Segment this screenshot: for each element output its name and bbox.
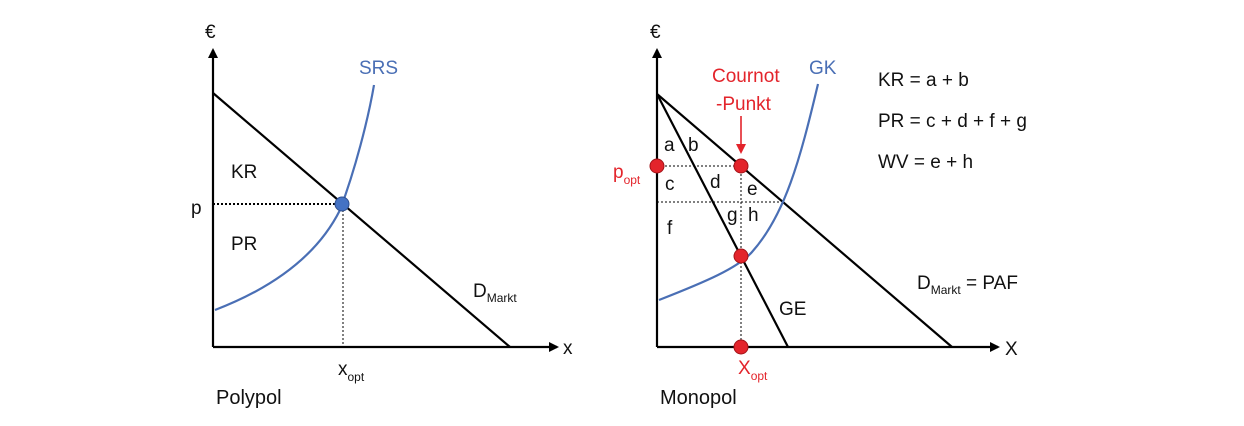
monopol-price-label: popt <box>613 162 641 187</box>
polypol-equilibrium-point <box>334 196 350 212</box>
monopol-area-f: f <box>667 218 673 239</box>
monopol-quantity-label: Xopt <box>738 358 768 383</box>
polypol-supply-label: SRS <box>359 58 398 79</box>
monopol-cournot-label-line1: Cournot <box>712 66 780 87</box>
monopol-area-d: d <box>710 172 721 193</box>
monopol-mr-mc-intersection-point <box>733 248 749 264</box>
formula-pr: PR = c + d + f + g <box>878 111 1027 132</box>
monopol-area-a: a <box>664 135 675 156</box>
monopol-area-c: c <box>665 174 675 195</box>
monopol-y-axis-label: € <box>650 22 661 43</box>
monopol-marginal-revenue-label: GE <box>779 299 806 320</box>
monopol-area-h: h <box>748 205 759 226</box>
monopol-cournot-point <box>733 158 749 174</box>
formula-wv: WV = e + h <box>878 152 973 173</box>
polypol-x-axis-label: x <box>563 338 573 359</box>
monopol-area-b: b <box>688 135 699 156</box>
monopol-marginal-cost-curve <box>658 83 820 302</box>
polypol-consumer-surplus-label: KR <box>231 162 257 183</box>
monopol-cournot-label-line2: -Punkt <box>716 94 772 115</box>
monopol-demand-curve <box>656 93 953 348</box>
polypol-y-axis-label: € <box>205 22 216 43</box>
monopol-demand-label: DMarkt = PAF <box>917 273 1018 297</box>
polypol-producer-surplus-label: PR <box>231 234 257 255</box>
monopol-caption: Monopol <box>660 387 737 409</box>
monopol-price-axis-point <box>649 158 665 174</box>
polypol-caption: Polypol <box>216 387 282 409</box>
polypol-quantity-label: xopt <box>338 359 365 384</box>
monopol-cost-label: GK <box>809 58 837 79</box>
polypol-panel: € x SRS p KR PR DMarkt xopt Polypol <box>191 22 573 409</box>
monopol-marginal-revenue-curve <box>656 93 789 348</box>
polypol-demand-curve <box>212 92 511 348</box>
polypol-demand-label: DMarkt <box>473 281 517 305</box>
monopol-x-axis-label: X <box>1005 339 1018 360</box>
monopol-panel: € X Cournot -Punkt GK popt Xopt a b c d <box>613 22 1018 409</box>
formula-block: KR = a + b PR = c + d + f + g WV = e + h <box>878 70 1027 173</box>
monopol-area-e: e <box>747 179 758 200</box>
monopol-area-g: g <box>727 205 738 226</box>
polypol-price-label: p <box>191 198 202 219</box>
polypol-supply-curve <box>214 84 376 312</box>
formula-kr: KR = a + b <box>878 70 969 91</box>
monopol-quantity-axis-point <box>733 339 749 355</box>
